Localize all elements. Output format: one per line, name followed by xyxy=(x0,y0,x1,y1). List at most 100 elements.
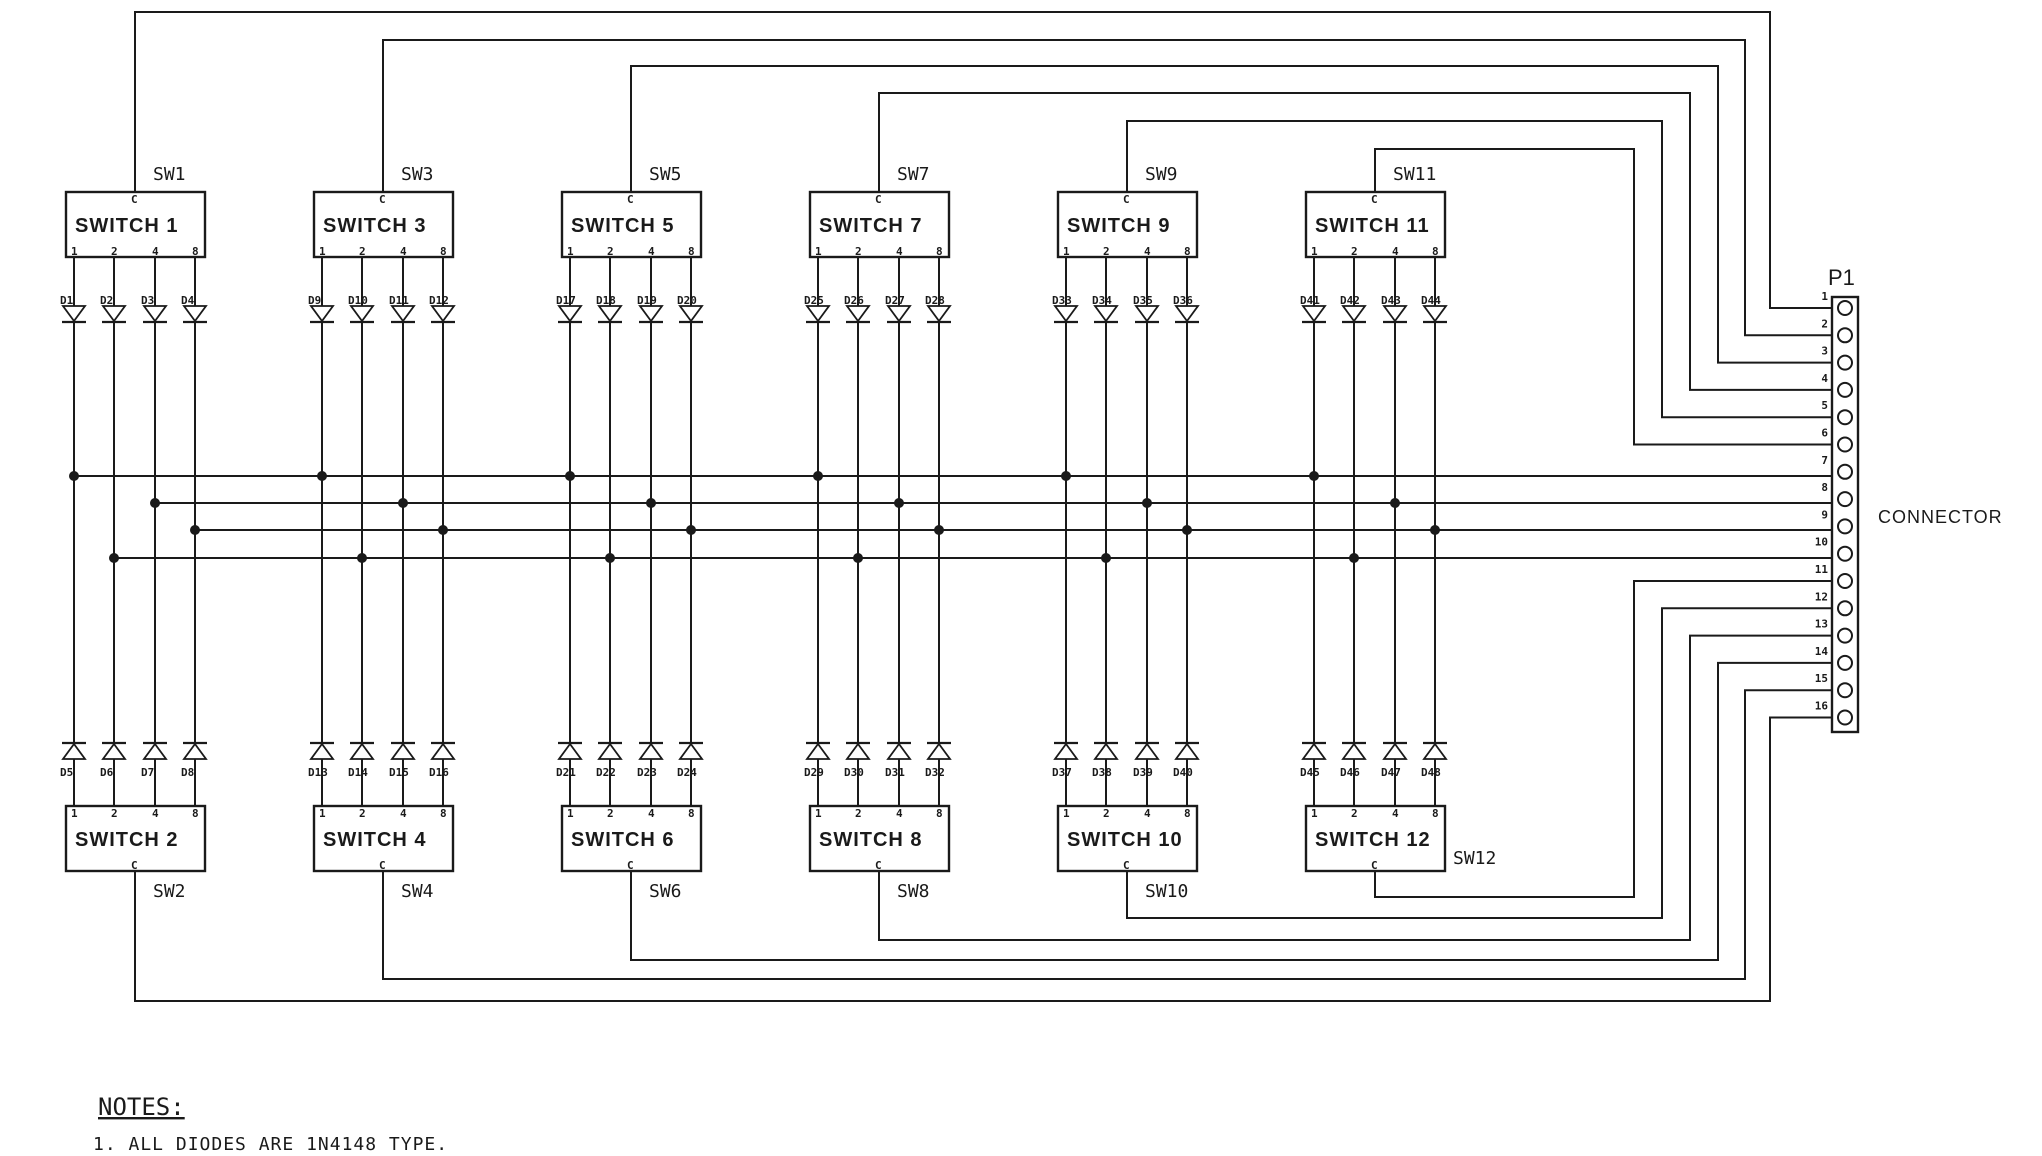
diode-ref: D12 xyxy=(429,294,449,307)
connector-pin-number: 13 xyxy=(1815,618,1828,631)
diode-body xyxy=(101,742,127,760)
connector-pin-number: 11 xyxy=(1815,563,1829,576)
switch-body xyxy=(1304,804,1447,873)
switch-common-label: C xyxy=(627,193,634,206)
diode-body xyxy=(1134,305,1160,323)
diode-ref: D43 xyxy=(1381,294,1401,307)
diode-ref: D30 xyxy=(844,766,864,779)
switch-pin-number: 2 xyxy=(1351,807,1358,820)
common-trace-sw7 xyxy=(878,92,1838,391)
switch-body xyxy=(1056,804,1199,873)
diode xyxy=(926,305,952,324)
diode xyxy=(1134,305,1160,324)
switch-pin-number: 4 xyxy=(1144,245,1151,258)
diode-body xyxy=(182,305,208,323)
junction-dot xyxy=(686,525,696,535)
diode-ref: D24 xyxy=(677,766,697,779)
diode-body xyxy=(1093,305,1119,323)
switch-pin-number: 4 xyxy=(152,245,159,258)
diode-ref: D1 xyxy=(60,294,74,307)
switch-common-label: C xyxy=(1123,193,1130,206)
diode-ref: D3 xyxy=(141,294,154,307)
diode-ref: D17 xyxy=(556,294,576,307)
diode xyxy=(845,305,871,324)
diode-ref: D6 xyxy=(100,766,114,779)
diode-ref: D36 xyxy=(1173,294,1193,307)
junction-dot xyxy=(1390,498,1400,508)
diode-ref: D45 xyxy=(1300,766,1320,779)
diode xyxy=(557,741,583,760)
diode-body xyxy=(557,305,583,323)
connector-pin-number: 6 xyxy=(1821,427,1828,440)
switch-sw9 xyxy=(1056,190,1199,259)
diode-body xyxy=(886,305,912,323)
switch-ref: SW11 xyxy=(1393,164,1436,185)
junction-dot xyxy=(646,498,656,508)
switch-label: SWITCH 1 xyxy=(75,215,179,237)
parts-layer xyxy=(61,190,1860,873)
switch-sw8 xyxy=(808,804,951,873)
common-trace-sw3 xyxy=(382,39,1838,337)
diode xyxy=(597,741,623,760)
diode-body xyxy=(805,742,831,760)
connector-pin-14 xyxy=(1837,654,1853,671)
junction-dot xyxy=(1309,471,1319,481)
diode-body xyxy=(926,742,952,760)
diode-body xyxy=(1422,742,1448,760)
diode-body xyxy=(1174,742,1200,760)
junction-dot xyxy=(853,553,863,563)
diode xyxy=(1053,305,1079,324)
diode xyxy=(1301,741,1327,760)
switch-sw3 xyxy=(312,190,455,259)
diode xyxy=(1093,741,1119,760)
connector-pin-6 xyxy=(1837,436,1853,453)
diode-body xyxy=(1341,305,1367,323)
switch-pin-number: 8 xyxy=(440,807,447,820)
switch-ref: SW3 xyxy=(401,164,434,185)
junction-dot xyxy=(317,471,327,481)
switch-common-label: C xyxy=(131,859,138,872)
switch-pin-number: 2 xyxy=(111,245,118,258)
diode-body xyxy=(597,305,623,323)
junction-dot xyxy=(1061,471,1071,481)
switch-pin-number: 8 xyxy=(1432,245,1439,258)
diode-ref: D42 xyxy=(1340,294,1360,307)
common-trace-sw11 xyxy=(1374,148,1838,446)
diode xyxy=(1134,741,1160,760)
switch-sw2 xyxy=(64,804,207,873)
common-trace-sw5 xyxy=(630,65,1838,364)
diode xyxy=(638,305,664,324)
diode-ref: D28 xyxy=(925,294,945,307)
switch-pin-number: 2 xyxy=(359,245,366,258)
diode-body xyxy=(1301,305,1327,323)
switch-ref: SW8 xyxy=(897,881,930,902)
diode-body xyxy=(1382,742,1408,760)
junction-dot xyxy=(1182,525,1192,535)
diode-body xyxy=(142,742,168,760)
switch-label: SWITCH 5 xyxy=(571,215,675,237)
switch-pin-number: 1 xyxy=(1063,245,1070,258)
switch-label: SWITCH 3 xyxy=(323,215,427,237)
junction-dot xyxy=(1430,525,1440,535)
diode-body xyxy=(390,742,416,760)
diode-ref: D4 xyxy=(181,294,195,307)
common-trace-sw10 xyxy=(1126,607,1838,919)
diode-body xyxy=(845,742,871,760)
junction-dot xyxy=(357,553,367,563)
common-trace-sw12 xyxy=(1374,580,1838,898)
diode xyxy=(1341,305,1367,324)
junction-dot xyxy=(605,553,615,563)
diode-ref: D32 xyxy=(925,766,945,779)
diode-body xyxy=(61,305,87,323)
connector-pin-9 xyxy=(1837,518,1853,535)
switch-ref: SW6 xyxy=(649,881,682,902)
switch-body xyxy=(312,190,455,259)
diode-ref: D2 xyxy=(100,294,113,307)
connector-pin-2 xyxy=(1837,327,1853,344)
diode-ref: D35 xyxy=(1133,294,1153,307)
switch-pin-number: 2 xyxy=(607,807,614,820)
diode xyxy=(886,741,912,760)
switch-pin-number: 8 xyxy=(688,807,695,820)
switch-ref: SW7 xyxy=(897,164,930,185)
switch-pin-number: 4 xyxy=(1392,245,1399,258)
